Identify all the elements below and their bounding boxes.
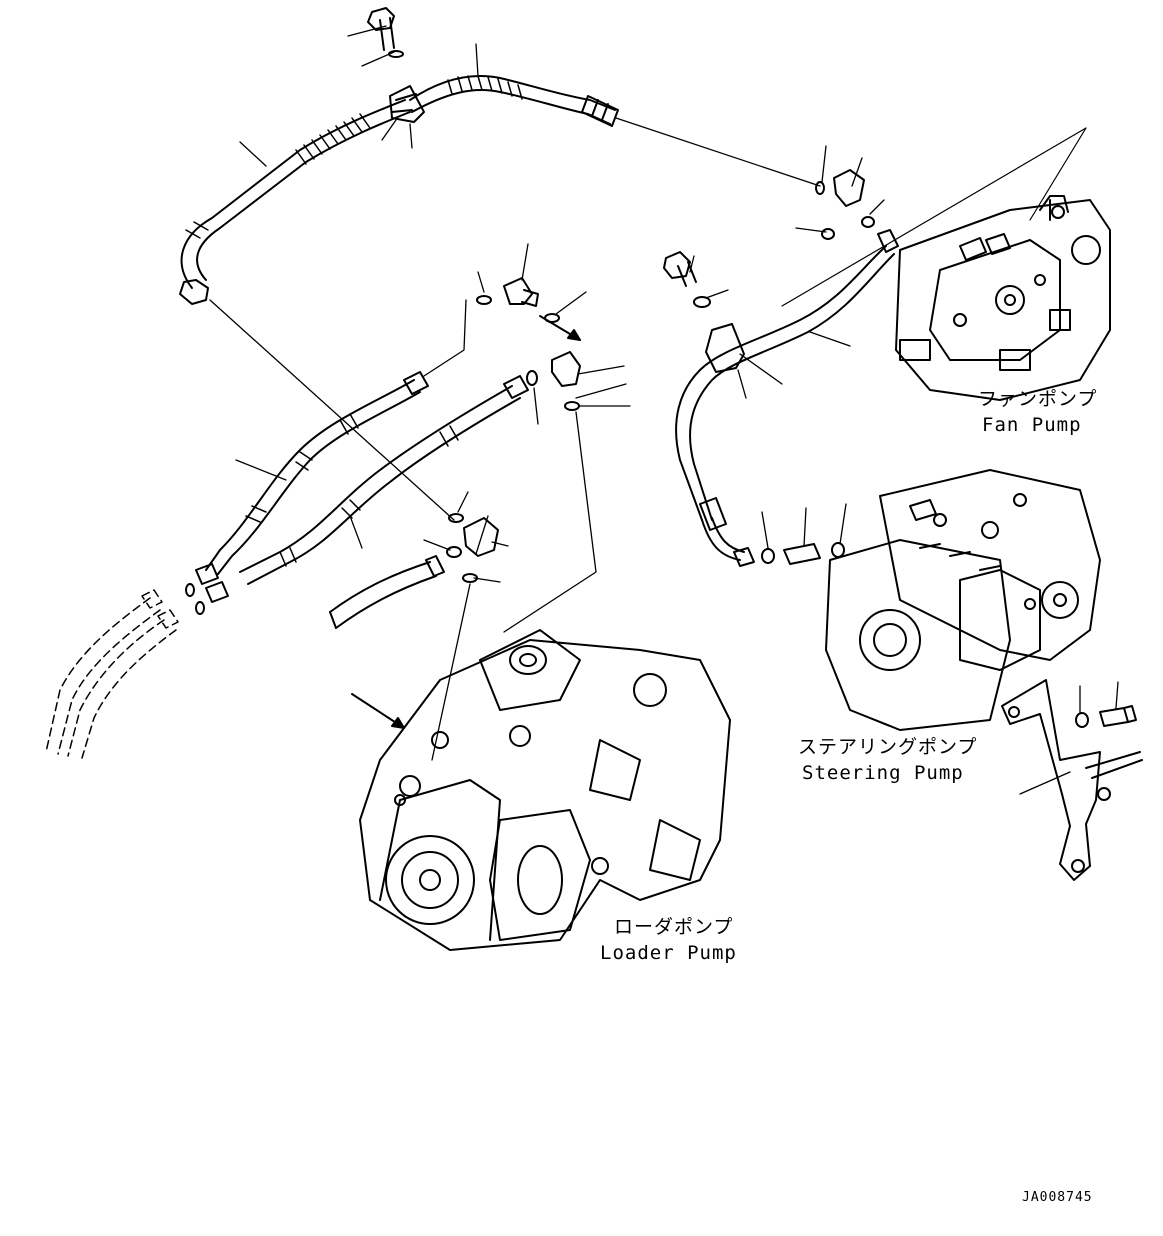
loader-pump-label-jp: ローダポンプ — [614, 916, 734, 938]
fan-pump-leaders — [782, 128, 1086, 306]
fan-pump-label-en: Fan Pump — [982, 414, 1082, 436]
steering-pump-label-jp: ステアリングポンプ — [798, 736, 978, 758]
middle-hoses — [196, 372, 528, 602]
upper-hose — [180, 76, 618, 304]
leader-lines — [210, 26, 1118, 794]
loader-pump-label-en: Loader Pump — [600, 942, 737, 964]
stub-hose — [330, 556, 444, 628]
ghost-hoses — [46, 590, 178, 758]
fan-pump — [896, 196, 1110, 400]
steering-pump — [826, 470, 1100, 730]
upper-clamp — [368, 8, 424, 122]
fittings-center — [186, 278, 580, 614]
fittings-right — [762, 170, 874, 564]
arrows — [352, 316, 580, 728]
fan-pump-label-jp: ファンポンプ — [978, 388, 1098, 410]
loader-pump — [360, 630, 730, 950]
right-hose — [664, 230, 898, 566]
drawing-code: JA008745 — [1022, 1190, 1093, 1205]
bracket — [1002, 680, 1142, 880]
steering-pump-label-en: Steering Pump — [802, 762, 964, 784]
